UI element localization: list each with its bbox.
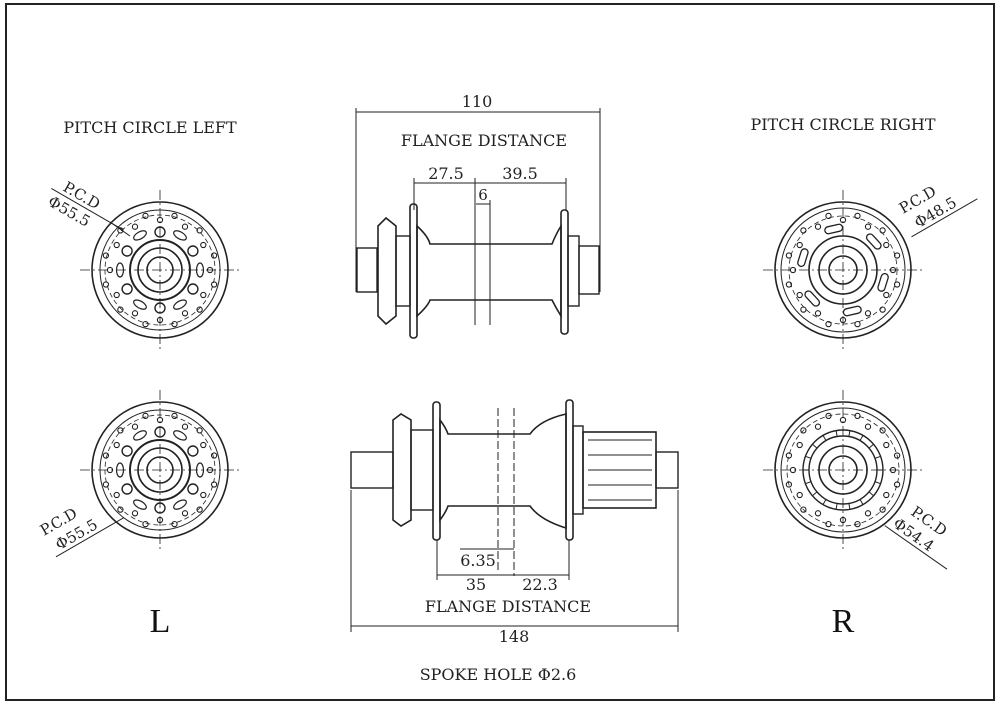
rear-hub-side-view: 6.35 35 22.3 FLANGE DISTANCE 148 — [350, 399, 679, 646]
flange-view-top-right — [763, 190, 923, 350]
rear-flange-distance-label: FLANGE DISTANCE — [425, 597, 591, 616]
pitch-circle-left-label: PITCH CIRCLE LEFT — [63, 118, 237, 137]
flange-view-bottom-right — [763, 390, 923, 550]
front-overall-dimension: 110 — [462, 92, 493, 111]
flange-view-top-left — [80, 190, 240, 350]
front-rotor-offset-dimension: 6 — [478, 186, 488, 204]
rear-overall-dimension: 148 — [499, 627, 530, 646]
front-left-offset-dimension: 27.5 — [428, 164, 464, 183]
front-hub-side-view: 110 FLANGE DISTANCE 27.5 39.5 6 — [355, 92, 601, 339]
pcd-callout-top-left: P.C.D Φ55.5 — [45, 178, 123, 231]
pcd-leader-top-left — [109, 221, 131, 237]
pitch-circle-right-label: PITCH CIRCLE RIGHT — [750, 115, 935, 134]
pcd-callout-bottom-right: P.C.D Φ54.4 — [884, 503, 950, 570]
front-flange-distance-label: FLANGE DISTANCE — [401, 131, 567, 150]
flange-view-bottom-left — [80, 390, 240, 550]
pcd-callout-bottom-left: P.C.D Φ55.5 — [37, 504, 124, 558]
rear-right-offset-dimension: 22.3 — [522, 575, 558, 594]
rear-left-offset-dimension: 35 — [466, 575, 486, 594]
right-side-label: R — [832, 603, 855, 640]
rear-rotor-offset-dimension: 6.35 — [460, 551, 496, 570]
pcd-callout-top-right: P.C.D Φ48.5 — [896, 182, 978, 238]
spoke-hole-label: SPOKE HOLE Φ2.6 — [420, 665, 577, 684]
left-side-label: L — [150, 603, 171, 640]
front-right-offset-dimension: 39.5 — [502, 164, 538, 183]
drawing-frame — [5, 3, 995, 701]
